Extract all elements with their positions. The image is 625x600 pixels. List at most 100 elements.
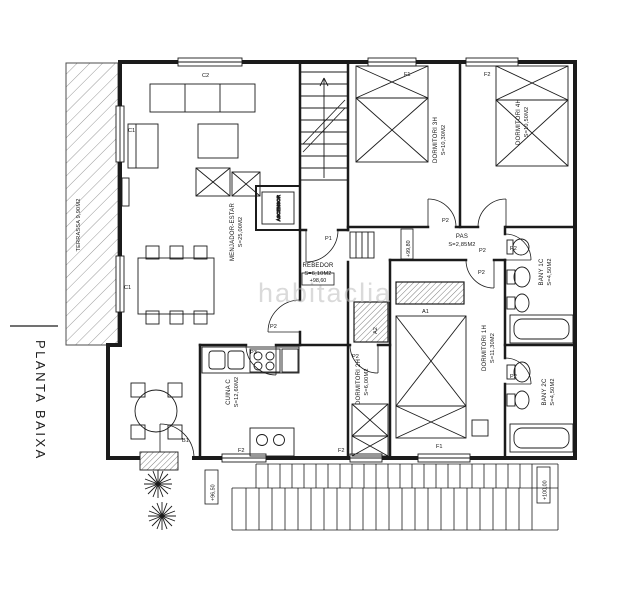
upper-treads	[267, 464, 533, 488]
closets	[353, 281, 465, 343]
level-street-value: +100,00	[543, 480, 549, 500]
sofa	[149, 83, 256, 113]
level-entry-value: +98,60	[310, 278, 327, 284]
counter	[201, 346, 300, 374]
coffee-table	[197, 123, 239, 159]
door-dorm1	[465, 259, 495, 289]
window-c2	[177, 57, 243, 67]
code-p2-bany2: P2	[510, 374, 517, 380]
window-f2-dorm2	[349, 453, 383, 463]
windows	[115, 57, 519, 463]
label-bany1: BANY 1C S=4,50M2	[539, 258, 553, 286]
terrace: TERRASSA 9,90M2	[65, 62, 119, 346]
svg-text:DORMITORI 4H: DORMITORI 4H	[516, 99, 522, 145]
label-bany2: BANY 2C S=4,50M2	[542, 378, 556, 406]
bathtub	[509, 314, 574, 344]
page-title: PLANTA BAIXA	[33, 340, 48, 461]
fridge	[281, 348, 299, 373]
label-dorm1: DORMITORI 1H S=11,30M2	[482, 325, 496, 371]
sink-bowl-2	[227, 350, 245, 370]
code-c1b: C1	[124, 285, 131, 291]
door-p3-kitchen	[245, 344, 277, 376]
code-f1-bottom: F1	[436, 444, 443, 450]
level-garden-value: +96,50	[211, 484, 217, 501]
code-p2-dorm1: P2	[478, 270, 485, 276]
code-b1: B1	[182, 438, 189, 444]
doors	[159, 198, 532, 459]
element-codes: C2 C1 C1 P1 P3 P2 P2 P2 P2 P2 P2 P2 A1 A…	[124, 72, 517, 454]
door-bany2	[504, 357, 532, 385]
door-living	[267, 299, 301, 333]
code-a2: A2	[373, 327, 379, 334]
media-unit	[195, 167, 261, 197]
door-dorm2	[349, 344, 379, 374]
exterior-stairs	[231, 463, 559, 531]
label-pas: PAS S=2,85M2	[448, 234, 475, 248]
code-p2-dorm3: P2	[442, 218, 449, 224]
closet-a1	[395, 281, 465, 305]
svg-text:S=25,00M2: S=25,00M2	[238, 217, 244, 248]
label-dorm4: DORMITORI 4H S=10,50M2	[516, 99, 530, 145]
nightstand	[471, 419, 489, 437]
living-furniture	[121, 83, 261, 440]
door-p1	[305, 229, 339, 263]
code-p2-living: P2	[270, 324, 277, 330]
svg-text:S=10,50M2: S=10,50M2	[524, 107, 530, 138]
svg-text:BANY 1C: BANY 1C	[539, 258, 545, 285]
code-p2-bany1: P2	[510, 246, 517, 252]
watermark: habitaclia	[258, 278, 392, 308]
title-block: PLANTA BAIXA	[10, 325, 58, 461]
stove	[249, 348, 281, 373]
room-labels: MENJADOR-ESTAR S=25,00M2 REBEDOR S=6,10M…	[226, 99, 556, 407]
bed-dorm4	[495, 65, 569, 167]
bany1-fixtures	[506, 238, 574, 344]
svg-text:CUINA C: CUINA C	[226, 379, 232, 405]
svg-text:S=12,60M2: S=12,60M2	[234, 377, 240, 408]
toilet	[513, 266, 531, 288]
code-a1: A1	[422, 309, 429, 315]
level-street: +100,00	[536, 466, 551, 504]
svg-text:DORMITORI 2H: DORMITORI 2H	[356, 359, 362, 405]
window-c1-lower	[115, 255, 125, 313]
sink-bowl-1	[208, 350, 226, 370]
svg-text:MENJADOR-ESTAR: MENJADOR-ESTAR	[230, 203, 236, 261]
level-entry: +98,60	[301, 272, 335, 286]
level-garden: +96,50	[204, 469, 219, 505]
code-c2: C2	[202, 73, 209, 79]
svg-text:S=6,00M2: S=6,00M2	[364, 368, 370, 395]
elevator: ASCENSOR	[255, 185, 301, 231]
code-f2-kitchen: F2	[238, 448, 245, 454]
tv	[121, 177, 130, 207]
svg-text:S=4,50M2: S=4,50M2	[547, 258, 553, 285]
code-p2-dorm2: P2	[352, 354, 359, 360]
svg-text:S=10,30M2: S=10,30M2	[441, 125, 447, 156]
lower-treads	[245, 488, 533, 530]
wall-stub	[139, 451, 179, 471]
level-stair-value: +99,80	[406, 240, 412, 257]
code-f2-top: F2	[484, 72, 491, 78]
garden	[139, 451, 179, 530]
bathtub	[509, 423, 574, 453]
code-p1: P1	[325, 236, 332, 242]
plant-icon	[144, 470, 172, 498]
armchair	[127, 123, 159, 169]
svg-text:S=6,10M2: S=6,10M2	[304, 271, 331, 277]
window-f1-top	[367, 57, 417, 67]
svg-text:S=2,85M2: S=2,85M2	[448, 242, 475, 248]
bed-dorm2	[351, 403, 389, 457]
label-rebedor: REBEDOR S=6,10M2	[302, 263, 333, 277]
code-f2-dorm2: F2	[338, 448, 345, 454]
beds	[351, 65, 569, 457]
staircase	[300, 71, 348, 181]
bany2-fixtures	[506, 361, 574, 453]
svg-text:BANY 2C: BANY 2C	[542, 378, 548, 405]
terrace-label: TERRASSA 9,90M2	[76, 198, 82, 251]
window-c1-upper	[115, 105, 125, 163]
level-markers: +98,60 +99,80 +96,50 +100,00	[204, 228, 551, 505]
door-dorm4	[477, 198, 507, 228]
svg-text:DORMITORI 3H: DORMITORI 3H	[433, 117, 439, 163]
toilet	[513, 361, 531, 383]
label-dorm3: DORMITORI 3H S=10,30M2	[433, 117, 447, 163]
